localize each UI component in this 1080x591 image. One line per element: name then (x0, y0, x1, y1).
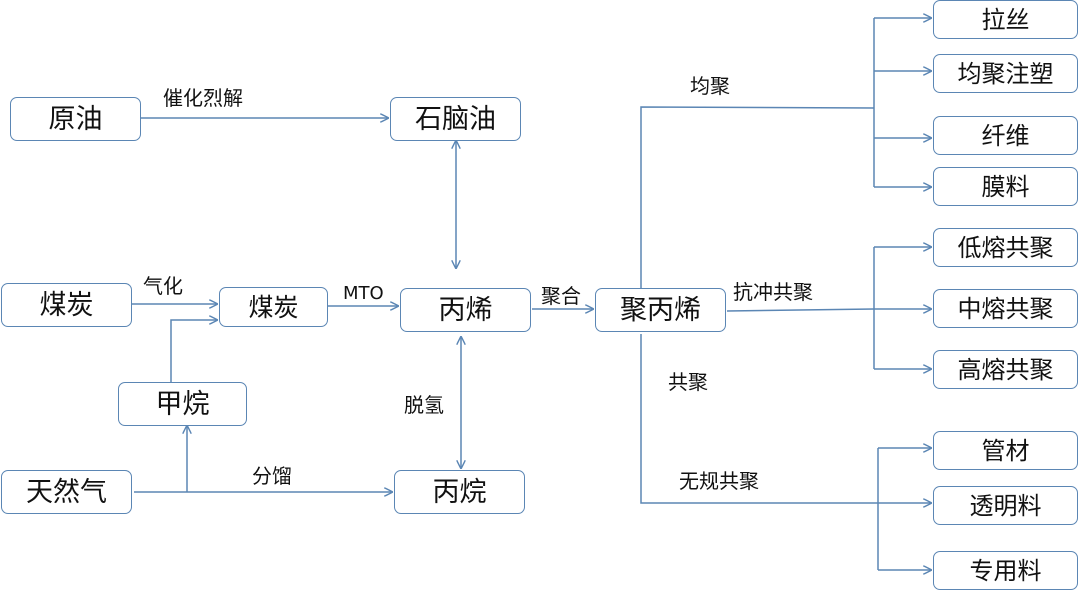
node-propylene: 丙烯 (400, 288, 531, 332)
node-naphtha-label: 石脑油 (415, 103, 496, 135)
node-propylene-label: 丙烯 (438, 294, 493, 326)
node-drawing: 拉丝 (933, 0, 1078, 39)
edge-methane-to-coal (170, 320, 217, 382)
node-crude-oil-label: 原油 (48, 103, 103, 135)
label-gasification: 气化 (143, 274, 183, 298)
label-fractionation: 分馏 (252, 464, 292, 488)
node-coal-right-label: 煤炭 (248, 292, 299, 322)
node-fiber-label: 纤维 (981, 121, 1030, 150)
edge-random-branch (640, 334, 878, 504)
edge-homopolymer-branch (640, 106, 875, 288)
label-dehydrogenation: 脱氢 (404, 393, 444, 417)
node-polypropylene-label: 聚丙烯 (620, 294, 701, 326)
node-coal-right: 煤炭 (219, 287, 328, 327)
node-transparent-label: 透明料 (969, 491, 1042, 520)
node-fiber: 纤维 (933, 116, 1078, 155)
node-homo-injection-label: 均聚注塑 (957, 59, 1054, 88)
node-polypropylene: 聚丙烯 (595, 288, 726, 332)
node-crude-oil: 原油 (10, 97, 141, 141)
node-coal-left-label: 煤炭 (39, 289, 94, 321)
node-transparent: 透明料 (933, 486, 1078, 525)
node-film-label: 膜料 (981, 172, 1030, 201)
node-special-label: 专用料 (969, 556, 1042, 585)
label-random-copolymer: 无规共聚 (679, 469, 759, 493)
node-low-melt: 低熔共聚 (933, 228, 1078, 267)
node-natural-gas-label: 天然气 (26, 476, 107, 508)
node-coal-left: 煤炭 (1, 283, 132, 327)
label-cracking: 催化烈解 (163, 86, 243, 110)
node-drawing-label: 拉丝 (981, 5, 1030, 34)
label-polymerization: 聚合 (541, 284, 581, 308)
edge-impact-branch (726, 308, 875, 312)
label-homopolymer: 均聚 (690, 74, 730, 98)
node-high-melt-label: 高熔共聚 (957, 355, 1054, 384)
node-propane: 丙烷 (394, 470, 525, 514)
node-special: 专用料 (933, 551, 1078, 590)
label-copolymer: 共聚 (668, 370, 708, 394)
node-methane-label: 甲烷 (155, 388, 210, 420)
node-propane-label: 丙烷 (432, 476, 487, 508)
label-mto: MTO (343, 283, 384, 304)
node-high-melt: 高熔共聚 (933, 350, 1078, 389)
node-mid-melt: 中熔共聚 (933, 289, 1078, 328)
node-homo-injection: 均聚注塑 (933, 54, 1078, 93)
node-methane: 甲烷 (118, 382, 247, 426)
node-naphtha: 石脑油 (390, 97, 521, 141)
node-mid-melt-label: 中熔共聚 (957, 294, 1054, 323)
node-pipe-label: 管材 (981, 436, 1030, 465)
node-natural-gas: 天然气 (1, 470, 132, 514)
node-low-melt-label: 低熔共聚 (957, 233, 1054, 262)
node-film: 膜料 (933, 167, 1078, 206)
node-pipe: 管材 (933, 431, 1078, 470)
label-impact-copolymer: 抗冲共聚 (733, 280, 813, 304)
